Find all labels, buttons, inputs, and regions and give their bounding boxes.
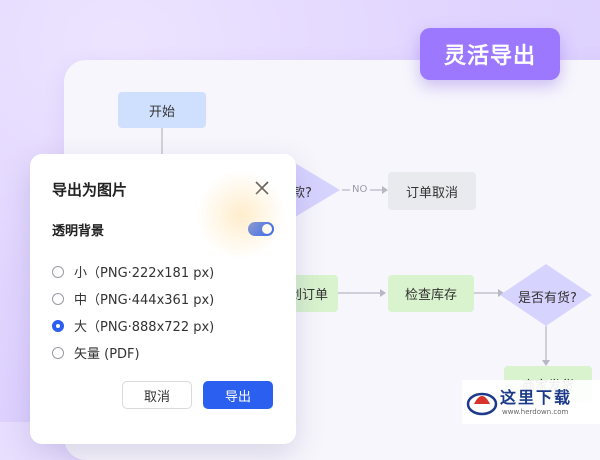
cancel-button-label: 取消	[143, 389, 170, 405]
node-start-label: 开始	[148, 104, 175, 120]
radio-vector[interactable]	[52, 346, 64, 359]
radio-large[interactable]	[52, 319, 64, 332]
export-button-label: 导出	[224, 389, 251, 405]
option-large[interactable]: 大（PNG·888x722 px)	[52, 316, 214, 335]
node-cancel-order[interactable]: 订单取消	[388, 172, 476, 210]
option-medium[interactable]: 中（PNG·444x361 px)	[52, 289, 214, 308]
option-small-label: 小（PNG·222x181 px)	[74, 266, 215, 281]
transparent-background-label: 透明背景	[52, 224, 105, 239]
flexible-export-badge: 灵活导出	[420, 28, 560, 80]
decision-payment-label: 款?	[292, 186, 312, 201]
export-image-dialog: 导出为图片 透明背景 小（PNG·222x181 px) 中（PNG·444x3…	[30, 154, 296, 444]
export-button[interactable]: 导出	[203, 381, 273, 409]
site-watermark: 这里下载 www.herdown.com	[462, 380, 600, 424]
watermark-url: www.herdown.com	[502, 408, 569, 416]
decision-stock-diamond	[500, 264, 592, 326]
option-large-label: 大（PNG·888x722 px)	[74, 320, 215, 335]
option-vector[interactable]: 矢量 (PDF)	[52, 343, 140, 362]
transparent-background-toggle[interactable]	[248, 222, 274, 236]
badge-label: 灵活导出	[443, 44, 536, 69]
close-icon	[255, 181, 269, 195]
decision-stock-label: 是否有货?	[518, 291, 577, 306]
option-medium-label: 中（PNG·444x361 px)	[74, 293, 215, 308]
radio-medium[interactable]	[52, 292, 64, 305]
edge-no-label: NO	[352, 184, 368, 195]
node-cancel-order-label: 订单取消	[405, 185, 458, 201]
close-button[interactable]	[252, 178, 272, 198]
watermark-text: 这里下载	[500, 388, 573, 407]
cancel-button[interactable]: 取消	[122, 381, 192, 409]
node-check-stock-label: 检查库存	[404, 288, 457, 303]
node-check-stock[interactable]: 检查库存	[388, 275, 474, 312]
watermark-logo-icon	[466, 392, 498, 416]
node-start[interactable]: 开始	[118, 92, 206, 128]
toggle-knob	[262, 224, 272, 234]
dialog-title: 导出为图片	[52, 181, 128, 199]
option-small[interactable]: 小（PNG·222x181 px)	[52, 262, 214, 281]
radio-small[interactable]	[52, 265, 64, 278]
option-vector-label: 矢量 (PDF)	[74, 347, 140, 362]
node-create-order-label: 创订单	[288, 288, 328, 303]
